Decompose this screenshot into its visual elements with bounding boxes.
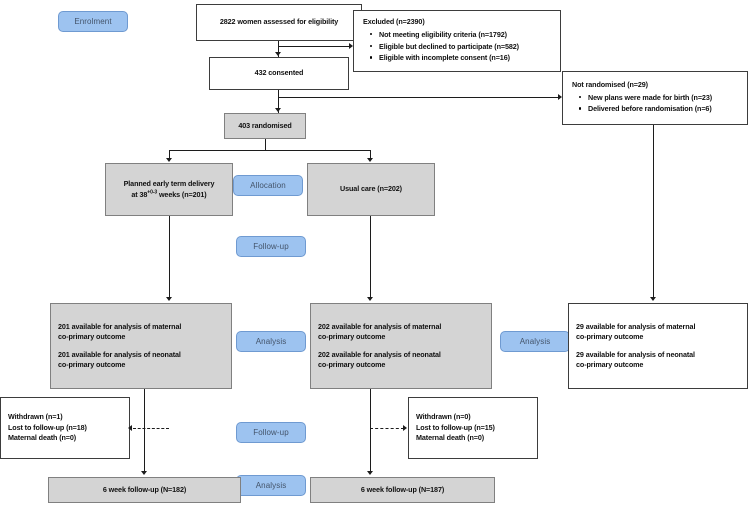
node-losses-control: Withdrawn (n=0) Lost to follow-up (n=15)… [408, 397, 538, 459]
connector-randomised-stem [265, 139, 267, 151]
node-analysis-intervention: 201 available for analysis of maternal c… [50, 303, 232, 389]
connector-assessed-to-consented [278, 41, 280, 57]
phase-badge-label: Follow-up [253, 428, 289, 437]
losses-control-line3: Maternal death (n=0) [416, 433, 485, 443]
connector-analysis-control-to-followup [370, 389, 372, 472]
connector-consented-to-not-randomised [278, 97, 560, 99]
arm-intervention-line2: at 38+0-3 weeks (n=201) [131, 190, 206, 200]
arrowhead-analysis-intervention [166, 297, 172, 301]
losses-intervention-line1: Withdrawn (n=1) [8, 412, 63, 422]
consented-text: 432 consented [254, 68, 304, 78]
arrowhead-arm-intervention [166, 158, 172, 162]
node-not-randomised: Not randomised (n=29) New plans were mad… [562, 71, 748, 125]
analysis-control-maternal-line2: co-primary outcome [318, 332, 386, 342]
arm-intervention-line1: Planned early term delivery [123, 179, 215, 189]
connector-assessed-to-excluded [278, 46, 350, 48]
not-randomised-heading: Not randomised (n=29) [572, 79, 648, 89]
not-randomised-reason-list: New plans were made for birth (n=23) Del… [570, 91, 712, 116]
connector-randomised-split [169, 150, 371, 152]
connector-arm-control-to-analysis [370, 216, 372, 298]
assessed-text: 2822 women assessed for eligibility [219, 17, 339, 27]
connector-analysis-intervention-to-followup [144, 389, 146, 472]
connector-to-arm-intervention [169, 150, 171, 159]
analysis-intervention-maternal-line1: 201 available for analysis of maternal [58, 321, 182, 331]
arrowhead-analysis-control [367, 297, 373, 301]
analysis-notrand-maternal-line2: co-primary outcome [576, 332, 644, 342]
arm-intervention-weeks-post: weeks (n=201) [157, 189, 207, 199]
arrowhead-followup-control [367, 471, 373, 475]
phase-badge-analysis-right: Analysis [500, 331, 570, 352]
connector-consented-to-randomised [278, 90, 280, 113]
arrowhead-to-not-randomised [558, 94, 562, 100]
arrowhead-to-randomised [275, 108, 281, 112]
node-analysis-control: 202 available for analysis of maternal c… [310, 303, 492, 389]
node-arm-control: Usual care (n=202) [307, 163, 435, 216]
not-randomised-reason-item: Delivered before randomisation (n=6) [579, 104, 712, 114]
arm-control-text: Usual care (n=202) [340, 184, 402, 194]
node-assessed-for-eligibility: 2822 women assessed for eligibility [196, 4, 362, 41]
connector-arm-intervention-to-analysis [169, 216, 171, 298]
arrowhead-to-excluded [349, 43, 353, 49]
excluded-reason-item: Eligible but declined to participate (n=… [370, 42, 519, 52]
analysis-intervention-neonatal-line2: co-primary outcome [58, 359, 126, 369]
analysis-control-neonatal-line1: 202 available for analysis of neonatal [318, 349, 441, 359]
connector-not-randomised-to-analysis [653, 125, 655, 298]
randomised-text: 403 randomised [238, 120, 292, 130]
node-consented: 432 consented [209, 57, 349, 90]
arrowhead-losses-control [403, 425, 407, 431]
node-randomised: 403 randomised [224, 113, 306, 139]
arm-intervention-weeks-pre: at 38 [131, 189, 148, 199]
followup-control-text: 6 week follow-up (N=187) [360, 484, 445, 494]
node-followup-control: 6 week follow-up (N=187) [310, 477, 495, 503]
excluded-reason-list: Not meeting eligibility criteria (n=1792… [361, 28, 519, 65]
losses-intervention-line2: Lost to follow-up (n=18) [8, 422, 87, 432]
analysis-notrand-neonatal-line1: 29 available for analysis of neonatal [576, 349, 695, 359]
arrowhead-followup-intervention [141, 471, 147, 475]
losses-intervention-line3: Maternal death (n=0) [8, 433, 77, 443]
phase-badge-enrolment: Enrolment [58, 11, 128, 32]
losses-control-line2: Lost to follow-up (n=15) [416, 422, 495, 432]
node-excluded: Excluded (n=2390) Not meeting eligibilit… [353, 10, 561, 72]
phase-badge-followup-2: Follow-up [236, 422, 306, 443]
analysis-control-maternal-line1: 202 available for analysis of maternal [318, 321, 442, 331]
node-losses-intervention: Withdrawn (n=1) Lost to follow-up (n=18)… [0, 397, 130, 459]
arrowhead-arm-control [367, 158, 373, 162]
phase-badge-label: Enrolment [74, 17, 112, 26]
excluded-reason-item: Not meeting eligibility criteria (n=1792… [370, 30, 519, 40]
phase-badge-label: Follow-up [253, 242, 289, 251]
phase-badge-allocation: Allocation [233, 175, 303, 196]
connector-losses-intervention-dashed [133, 428, 169, 429]
node-analysis-not-randomised: 29 available for analysis of maternal co… [568, 303, 748, 389]
analysis-control-neonatal-line2: co-primary outcome [318, 359, 386, 369]
not-randomised-reason-item: New plans were made for birth (n=23) [579, 93, 712, 103]
analysis-notrand-maternal-line1: 29 available for analysis of maternal [576, 321, 696, 331]
connector-to-arm-control [370, 150, 372, 159]
analysis-intervention-neonatal-line1: 201 available for analysis of neonatal [58, 349, 181, 359]
phase-badge-label: Allocation [250, 181, 286, 190]
arm-intervention-weeks-sup: +0-3 [147, 189, 158, 196]
arrowhead-to-consented [275, 52, 281, 56]
excluded-heading: Excluded (n=2390) [363, 16, 425, 26]
losses-control-line1: Withdrawn (n=0) [416, 412, 471, 422]
excluded-reason-item: Eligible with incomplete consent (n=16) [370, 53, 519, 63]
phase-badge-label: Analysis [519, 337, 551, 346]
phase-badge-label: Analysis [255, 337, 287, 346]
connector-losses-control-dashed [370, 428, 404, 429]
analysis-intervention-maternal-line2: co-primary outcome [58, 332, 126, 342]
phase-badge-analysis-left: Analysis [236, 331, 306, 352]
followup-intervention-text: 6 week follow-up (N=182) [102, 484, 187, 494]
phase-badge-label: Analysis [255, 481, 287, 490]
node-arm-intervention: Planned early term delivery at 38+0-3 we… [105, 163, 233, 216]
phase-badge-followup-1: Follow-up [236, 236, 306, 257]
phase-badge-analysis-bottom: Analysis [236, 475, 306, 496]
node-followup-intervention: 6 week follow-up (N=182) [48, 477, 241, 503]
arrowhead-analysis-not-randomised [650, 297, 656, 301]
arrowhead-losses-intervention [128, 425, 132, 431]
analysis-notrand-neonatal-line2: co-primary outcome [576, 359, 644, 369]
